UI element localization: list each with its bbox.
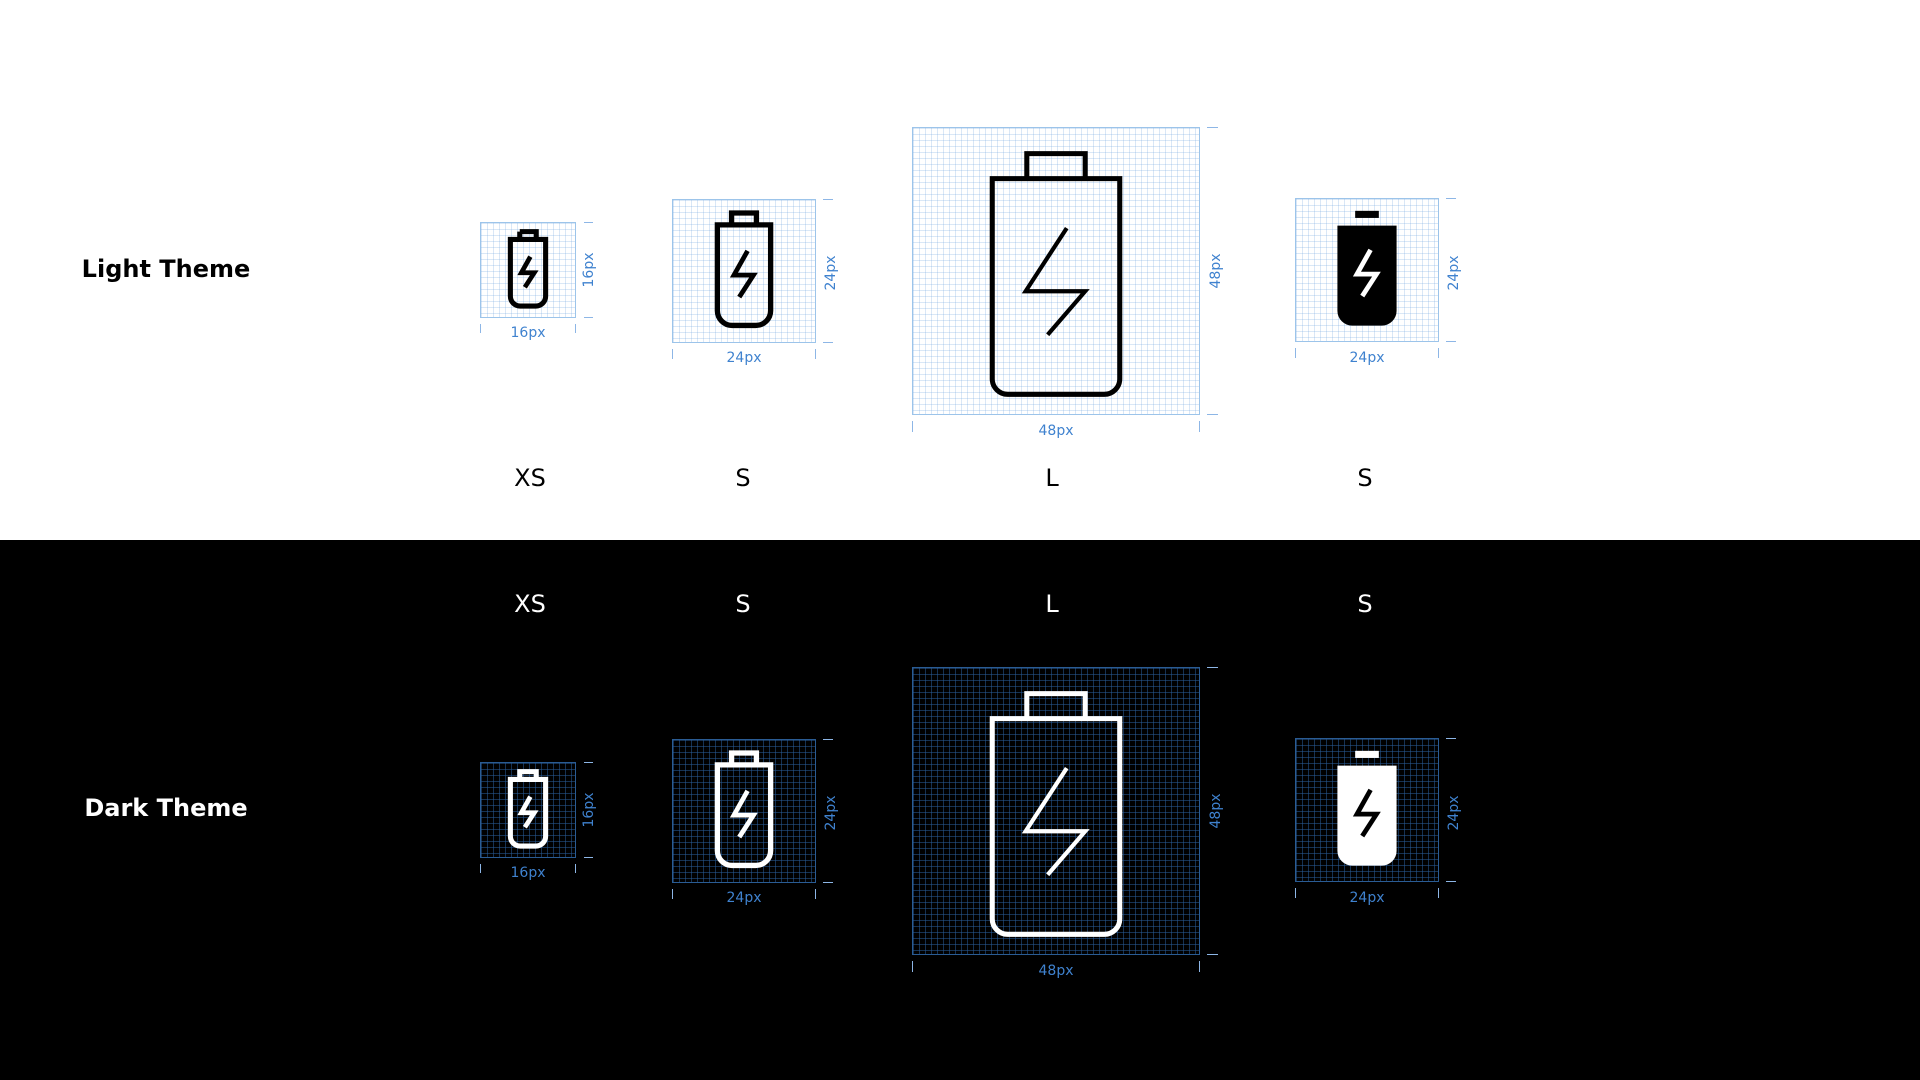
battery-charging-filled-icon (1337, 210, 1397, 326)
xs-width-label: 16px (510, 325, 546, 341)
s-filled-size-label: S (1357, 464, 1373, 492)
light-theme-title: Light Theme (81, 255, 251, 283)
xs-grid-box-dark (480, 762, 576, 858)
s-grid-box-dark (672, 739, 816, 883)
dark-theme-panel: Dark Theme XS S L S 16px 16px 24px 24px (0, 540, 1920, 1080)
s-grid-box (672, 199, 816, 343)
l-size-label-dark: L (1045, 590, 1059, 618)
s-filled-size-label-dark: S (1357, 590, 1373, 618)
s-filled-height-label-dark: 24px (1446, 795, 1462, 831)
l-width-label-dark: 48px (1038, 963, 1074, 979)
s-size-label-dark: S (735, 590, 751, 618)
s-filled-width-label-dark: 24px (1349, 890, 1385, 906)
l-height-label: 48px (1208, 253, 1224, 289)
battery-charging-icon (507, 229, 549, 309)
l-width-label: 48px (1038, 423, 1074, 439)
l-size-label: L (1045, 464, 1059, 492)
s-height-label-dark: 24px (823, 795, 839, 831)
battery-charging-icon (989, 151, 1123, 397)
s-filled-height-label: 24px (1446, 255, 1462, 291)
s-width-label: 24px (726, 350, 762, 366)
l-grid-box-dark (912, 667, 1200, 955)
battery-charging-icon (989, 691, 1123, 937)
xs-height-label-dark: 16px (581, 792, 597, 828)
s-size-label: S (735, 464, 751, 492)
dark-theme-title: Dark Theme (84, 794, 248, 822)
s-filled-grid-box-dark (1295, 738, 1439, 882)
battery-charging-icon (507, 769, 549, 849)
xs-size-label: XS (514, 464, 546, 492)
xs-height-label: 16px (581, 252, 597, 288)
xs-width-label-dark: 16px (510, 865, 546, 881)
battery-charging-icon (714, 750, 774, 869)
s-filled-width-label: 24px (1349, 350, 1385, 366)
battery-charging-icon (714, 210, 774, 329)
light-theme-panel: Light Theme 16px 16px XS 24px 24px S (81, 127, 1462, 492)
s-width-label-dark: 24px (726, 890, 762, 906)
xs-grid-box (480, 222, 576, 318)
l-grid-box (912, 127, 1200, 415)
s-filled-grid-box (1295, 198, 1439, 342)
l-height-label-dark: 48px (1208, 793, 1224, 829)
s-height-label: 24px (823, 255, 839, 291)
battery-charging-filled-icon (1337, 750, 1397, 866)
xs-size-label-dark: XS (514, 590, 546, 618)
